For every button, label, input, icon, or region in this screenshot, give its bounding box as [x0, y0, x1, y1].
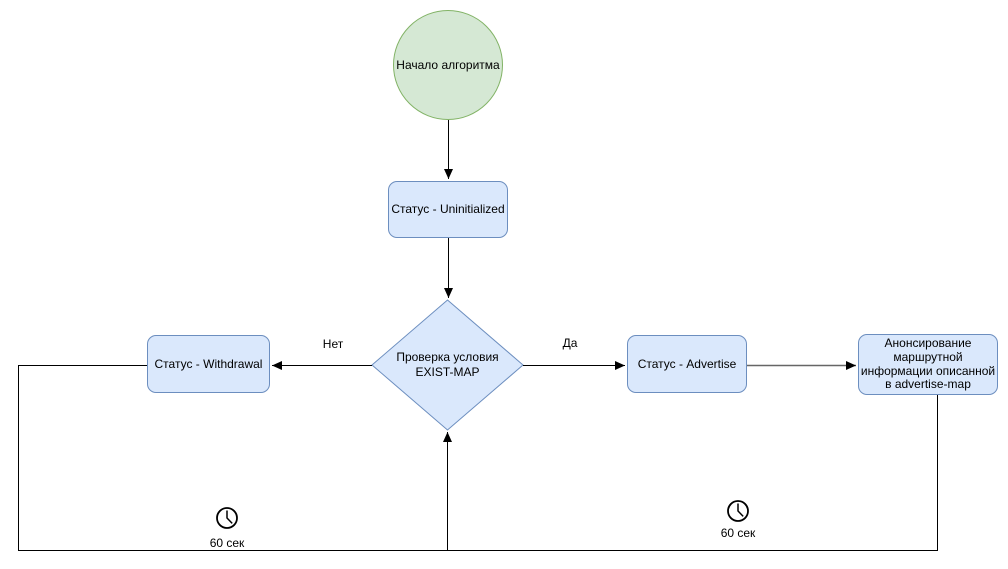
edge-label-yes: Да [561, 336, 579, 350]
edge-announce-loop-to-decision [447, 395, 938, 551]
node-status-advertise-label: Статус - Advertise [637, 356, 737, 371]
edge-label-no: Нет [321, 337, 345, 351]
clock-icon [727, 500, 749, 522]
node-status-withdrawal[interactable]: Статус - Withdrawal [147, 335, 270, 393]
node-start[interactable]: Начало алгоритма [393, 10, 503, 120]
node-announce-route-info[interactable]: Анонсирование маршрутной информации опис… [858, 334, 998, 395]
timer-label-right: 60 сек [719, 526, 757, 540]
clock-icon [216, 507, 238, 529]
node-status-advertise[interactable]: Статус - Advertise [627, 335, 747, 393]
node-announce-route-info-label: Анонсирование маршрутной информации опис… [860, 335, 996, 392]
node-status-withdrawal-label: Статус - Withdrawal [154, 356, 263, 371]
timer-label-left: 60 сек [208, 536, 246, 550]
node-start-label: Начало алгоритма [396, 57, 500, 72]
node-status-uninitialized-label: Статус - Uninitialized [391, 202, 505, 217]
edge-withdrawal-loop-to-decision [18, 365, 452, 551]
node-status-uninitialized[interactable]: Статус - Uninitialized [388, 181, 508, 238]
node-decision-exist-map[interactable] [371, 299, 524, 431]
